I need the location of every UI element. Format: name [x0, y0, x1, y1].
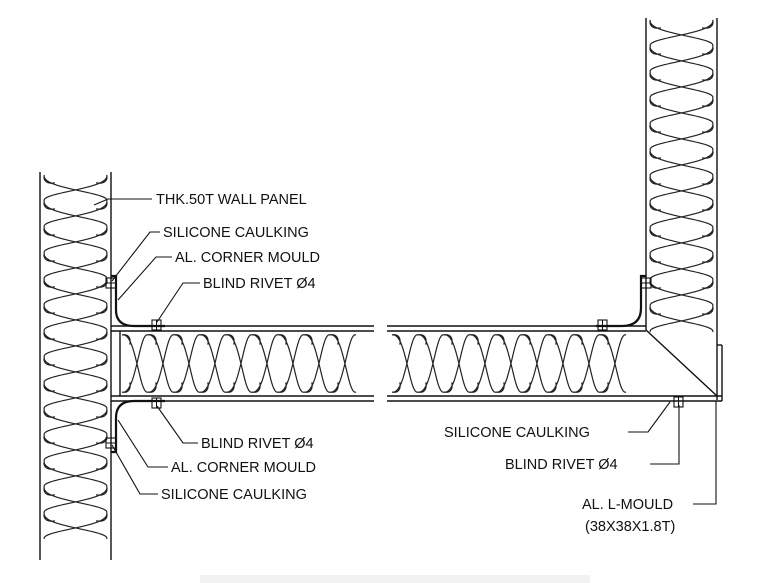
insulation-loop [649, 279, 714, 307]
left-bottom-caulking-marker [105, 437, 117, 449]
insulation-loop [43, 382, 108, 410]
label-left-top-panel: THK.50T WALL PANEL [156, 192, 307, 208]
label-left-top-rivet: BLIND RIVET Ø4 [203, 276, 316, 292]
insulation-loop [599, 334, 627, 393]
insulation-loop [443, 334, 471, 393]
insulation-loop [649, 19, 714, 47]
insulation-loop [43, 460, 108, 488]
insulation-loop [649, 97, 714, 125]
left-bottom-corner-mould [111, 399, 165, 454]
label-left-top-caulking: SILICONE CAULKING [163, 225, 309, 241]
leader-right-caulking [628, 401, 671, 433]
label-left-bottom-corner-mould: AL. CORNER MOULD [171, 460, 316, 476]
label-left-bottom-rivet: BLIND RIVET Ø4 [201, 436, 314, 452]
right-top-rivet-marker [597, 319, 608, 331]
insulation-loop [649, 201, 714, 229]
right-horizontal-panel [387, 325, 723, 402]
insulation-loop [649, 45, 714, 73]
right-corner-mould [596, 274, 646, 328]
insulation-loop [43, 174, 108, 202]
leader-left-top-caulking [111, 231, 160, 282]
insulation-loop [495, 334, 523, 393]
leader-right-l-mould [693, 401, 717, 505]
left-horizontal-insulation [121, 334, 357, 393]
insulation-loop [225, 334, 253, 393]
leader-left-bottom-rivet [156, 405, 198, 444]
insulation-loop [43, 486, 108, 514]
insulation-loop [173, 334, 201, 393]
label-left-top-corner-mould: AL. CORNER MOULD [175, 250, 320, 266]
label-right-caulking: SILICONE CAULKING [444, 425, 590, 441]
left-top-corner-mould [111, 274, 165, 328]
leader-left-top-rivet [156, 282, 200, 323]
label-left-bottom-caulking: SILICONE CAULKING [161, 487, 307, 503]
insulation-loop [391, 334, 419, 393]
leader-left-bottom-caulking [111, 444, 158, 495]
insulation-loop [43, 408, 108, 436]
leader-left-top-corner-mould [117, 256, 172, 301]
insulation-loop [573, 334, 601, 393]
left-top-rivet-marker [151, 319, 162, 331]
left-vertical-wall-panel [39, 172, 112, 560]
insulation-loop [251, 334, 279, 393]
insulation-loop [147, 334, 175, 393]
insulation-loop [43, 304, 108, 332]
right-horizontal-insulation [391, 334, 627, 393]
insulation-loop [547, 334, 575, 393]
insulation-loop [649, 71, 714, 99]
insulation-loop [649, 175, 714, 203]
insulation-loop [649, 305, 714, 333]
right-panel-insulation [649, 19, 714, 333]
left-top-caulking-marker [105, 277, 117, 289]
insulation-loop [303, 334, 331, 393]
bottom-scroll-strip [200, 575, 590, 583]
left-horizontal-panel [111, 325, 374, 402]
label-right-rivet: BLIND RIVET Ø4 [505, 457, 618, 473]
insulation-loop [649, 149, 714, 177]
insulation-loop [43, 434, 108, 462]
label-right-l-mould: AL. L-MOULD [582, 497, 673, 513]
insulation-loop [43, 226, 108, 254]
right-vertical-wall-panel [645, 18, 718, 400]
insulation-loop [469, 334, 497, 393]
insulation-loop [649, 253, 714, 281]
insulation-loop [43, 356, 108, 384]
leader-left-top-panel [93, 198, 152, 206]
insulation-loop [43, 278, 108, 306]
insulation-loop [43, 330, 108, 358]
insulation-loop [649, 227, 714, 255]
insulation-loop [43, 512, 108, 540]
leader-left-bottom-corner-mould [117, 419, 168, 468]
insulation-loop [121, 334, 149, 393]
left-panel-insulation [43, 174, 108, 540]
insulation-loop [43, 252, 108, 280]
insulation-loop [649, 123, 714, 151]
insulation-loop [199, 334, 227, 393]
insulation-loop [277, 334, 305, 393]
left-bottom-rivet-marker [151, 397, 162, 409]
label-right-l-mould-size: (38X38X1.8T) [585, 519, 675, 535]
insulation-loop [43, 200, 108, 228]
insulation-loop [417, 334, 445, 393]
insulation-loop [329, 334, 357, 393]
insulation-loop [521, 334, 549, 393]
right-top-caulking-marker [640, 277, 652, 289]
leader-right-rivet [650, 405, 680, 465]
